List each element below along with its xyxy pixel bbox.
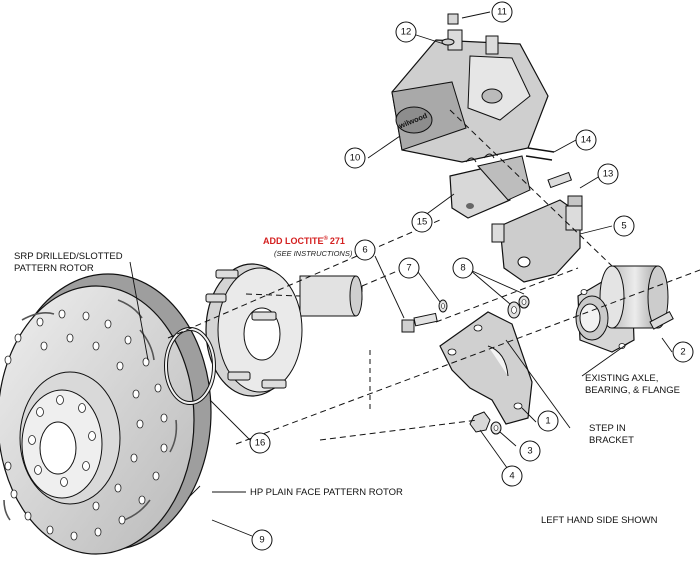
axle-label-2: BEARING, & FLANGE (585, 385, 680, 396)
shims (525, 147, 555, 161)
callout-4: 4 (501, 465, 523, 487)
svg-text:4: 4 (509, 471, 514, 482)
svg-text:11: 11 (497, 7, 507, 18)
loctite-instructions: (SEE INSTRUCTIONS) (274, 249, 353, 258)
callout-16: 16 (249, 432, 271, 454)
svg-text:1: 1 (545, 416, 550, 427)
rotor (0, 273, 212, 555)
svg-text:6: 6 (362, 245, 367, 256)
brake-pads (449, 153, 531, 219)
callout-10: 10 (344, 147, 366, 169)
svg-text:14: 14 (581, 135, 592, 146)
axle-flange (205, 263, 363, 397)
bracket-bolts (547, 171, 583, 207)
step-label-2: BRACKET (589, 435, 634, 446)
svg-text:2: 2 (680, 347, 685, 358)
srp-rotor-label-2: PATTERN ROTOR (14, 263, 94, 274)
callout-7: 7 (398, 257, 420, 279)
bracket-bolt (401, 312, 438, 333)
nut (469, 411, 491, 433)
callout-5: 5 (613, 215, 635, 237)
washer-8 (507, 295, 530, 319)
svg-text:12: 12 (401, 27, 412, 38)
assembly-axes (167, 109, 700, 445)
step-label-1: STEP IN (589, 423, 626, 434)
caliper: wilwood (391, 29, 549, 163)
bleeder-screw (447, 13, 459, 25)
axle-label-1: EXISTING AXLE, (585, 373, 658, 384)
callout-15: 15 (411, 211, 433, 233)
axle-housing (575, 265, 669, 353)
leader-lines (129, 11, 673, 537)
callout-6: 6 (354, 239, 376, 261)
side-shown-label: LEFT HAND SIDE SHOWN (541, 515, 658, 526)
callout-11: 11 (491, 1, 513, 23)
callout-2: 2 (672, 341, 694, 363)
svg-text:5: 5 (621, 221, 626, 232)
svg-text:16: 16 (255, 438, 266, 449)
washer-7 (438, 299, 448, 313)
svg-text:10: 10 (350, 153, 361, 164)
washer-3 (490, 421, 502, 435)
svg-text:9: 9 (259, 535, 264, 546)
srp-rotor-label-1: SRP DRILLED/SLOTTED (14, 251, 123, 262)
hp-rotor-label: HP PLAIN FACE PATTERN ROTOR (250, 487, 403, 498)
mounting-bracket (439, 311, 533, 425)
callout-14: 14 (575, 129, 597, 151)
svg-text:7: 7 (406, 263, 411, 274)
rotor-drill-holes (4, 309, 168, 541)
caliper-mount-bracket (491, 199, 583, 283)
callout-8: 8 (452, 257, 474, 279)
svg-text:15: 15 (417, 217, 428, 228)
callout-9: 9 (251, 529, 273, 551)
callout-1: 1 (537, 410, 559, 432)
svg-text:13: 13 (603, 169, 614, 180)
callout-13: 13 (597, 163, 619, 185)
callout-12: 12 (395, 21, 417, 43)
bleeder-cap (441, 38, 455, 46)
svg-text:8: 8 (460, 263, 465, 274)
callout-3: 3 (519, 440, 541, 462)
svg-text:3: 3 (527, 446, 532, 457)
axle-bolt (649, 310, 674, 330)
loctite-label: ADD LOCTITE®271 (263, 235, 345, 246)
